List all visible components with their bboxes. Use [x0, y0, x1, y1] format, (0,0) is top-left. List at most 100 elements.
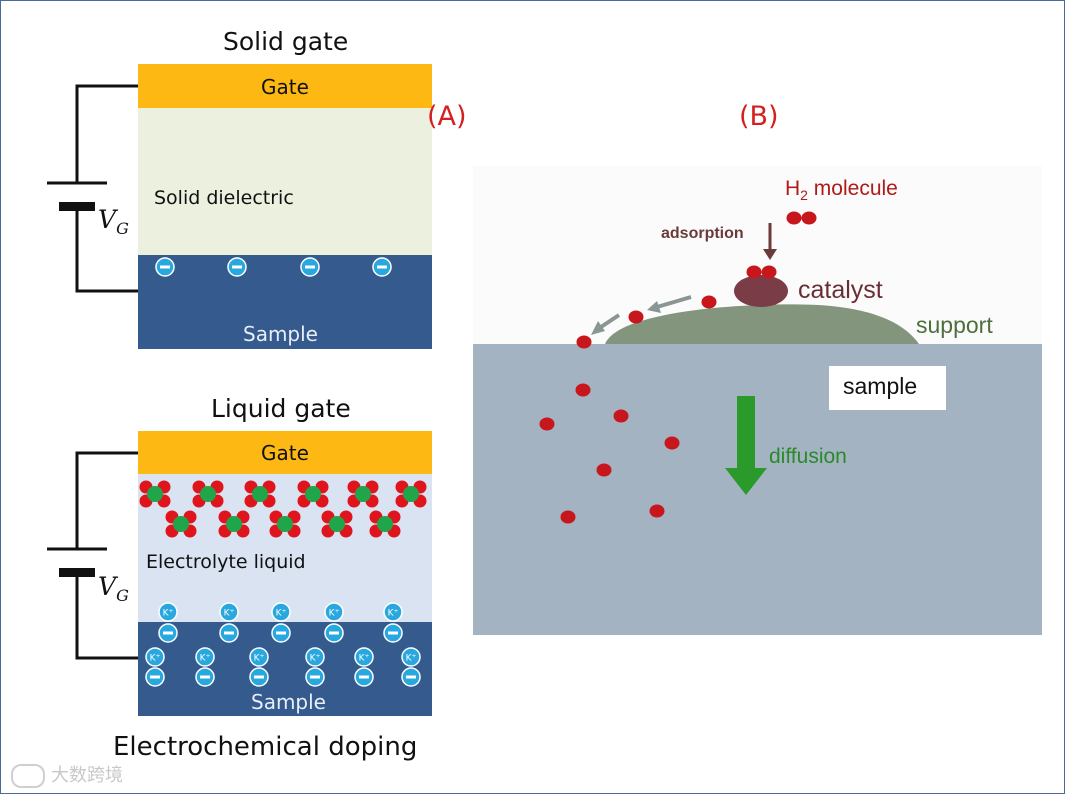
- hydrogen-atom: [746, 265, 762, 279]
- diffusion-label: diffusion: [769, 445, 847, 468]
- adsorption-arrowhead: [763, 249, 777, 260]
- watermark-text: 大数跨境: [51, 765, 123, 786]
- ion-charge-label: K⁺: [359, 654, 370, 664]
- anion-molecule-icon: [369, 510, 401, 538]
- anion-molecule-icon: [297, 480, 329, 508]
- liquid-circuit: [47, 451, 138, 660]
- potassium-ion-icon: K⁺: [249, 647, 269, 667]
- anion-molecule-icon: [165, 510, 197, 538]
- support-layer: [605, 304, 919, 344]
- minus-sign: [310, 675, 320, 679]
- voltage-subscript: G: [116, 586, 129, 605]
- minus-sign: [388, 631, 398, 635]
- electrolyte-label: Electrolyte liquid: [146, 551, 306, 573]
- sample-label: sample: [843, 373, 918, 399]
- solid-circuit: [47, 84, 138, 293]
- ion-circle: [145, 647, 165, 667]
- potassium-ion-icon: K⁺: [271, 602, 291, 622]
- h2-molecule-label: H2 molecule: [785, 177, 898, 203]
- adsorption-label: adsorption: [661, 225, 744, 242]
- solid-gate-title: Solid gate: [223, 27, 349, 56]
- spillover-arrowhead-2: [591, 321, 605, 335]
- potassium-ion-icon: K⁺: [324, 602, 344, 622]
- center-atom: [173, 516, 189, 532]
- voltage-v: V: [98, 572, 117, 601]
- center-atom: [277, 516, 293, 532]
- molecule-suffix: molecule: [807, 177, 898, 200]
- center-atom: [355, 486, 371, 502]
- electron-icon: [155, 257, 175, 277]
- minus-sign: [254, 675, 264, 679]
- liquid-sample-label: Sample: [251, 690, 326, 714]
- minus-sign: [163, 631, 173, 635]
- anion-molecule-icon: [269, 510, 301, 538]
- hydrogen-atom: [649, 504, 665, 518]
- hydrogen-atom: [664, 436, 680, 450]
- diffusion-arrow-shaft: [737, 396, 755, 468]
- electron-icon: [383, 623, 403, 643]
- hydrogen-atom: [786, 211, 802, 225]
- ion-circle: [354, 647, 374, 667]
- electron-icon: [401, 667, 421, 687]
- hydrogen-atom: [576, 335, 592, 349]
- ion-charge-label: K⁺: [254, 654, 265, 664]
- anion-molecule-icon: [244, 480, 276, 508]
- liquid-battery-negative-plate: [59, 568, 95, 577]
- minus-sign: [305, 265, 315, 269]
- solid-voltage-label: VG: [98, 205, 129, 238]
- electron-icon: [372, 257, 392, 277]
- anion-molecule-icon: [139, 480, 171, 508]
- hydrogen-atom: [575, 383, 591, 397]
- ion-charge-label: K⁺: [200, 654, 211, 664]
- electron-icon: [158, 623, 178, 643]
- electrolyte-anion-group: [139, 480, 427, 538]
- minus-sign: [224, 631, 234, 635]
- center-atom: [252, 486, 268, 502]
- solid-gate-layer: [138, 64, 432, 108]
- ion-charge-label: K⁺: [388, 609, 399, 619]
- potassium-ion-icon: K⁺: [383, 602, 403, 622]
- hydrogen-atom: [596, 463, 612, 477]
- ion-circle: [401, 647, 421, 667]
- hydrogen-atom: [701, 295, 717, 309]
- solid-electron-group: [155, 257, 392, 277]
- ion-charge-label: K⁺: [329, 609, 340, 619]
- molecule-prefix: H: [785, 177, 801, 200]
- ion-circle: [324, 602, 344, 622]
- electron-icon: [145, 667, 165, 687]
- center-atom: [147, 486, 163, 502]
- center-atom: [329, 516, 345, 532]
- potassium-ion-icon: K⁺: [401, 647, 421, 667]
- electron-icon: [324, 623, 344, 643]
- solid-dielectric-label: Solid dielectric: [154, 187, 294, 209]
- potassium-ion-icon: K⁺: [354, 647, 374, 667]
- molecule-subscript: 2: [800, 187, 808, 204]
- sample-substrate: [473, 344, 1042, 635]
- hydrogen-atom: [613, 409, 629, 423]
- ion-circle: [249, 647, 269, 667]
- support-label: support: [916, 312, 993, 338]
- anion-molecule-icon: [395, 480, 427, 508]
- electron-icon: [219, 623, 239, 643]
- hydrogen-atom: [560, 510, 576, 524]
- minus-sign: [160, 265, 170, 269]
- liquid-gate-layer: [138, 431, 432, 474]
- electrolyte-layer: [138, 474, 432, 622]
- hydrogen-atom-group: [539, 211, 817, 524]
- diffusion-arrowhead: [725, 468, 767, 495]
- electron-icon: [354, 667, 374, 687]
- liquid-gate-label: Gate: [261, 441, 309, 465]
- potassium-ion-icon: K⁺: [305, 647, 325, 667]
- electrochemical-doping-caption: Electrochemical doping: [113, 732, 418, 762]
- anion-molecule-icon: [347, 480, 379, 508]
- minus-sign: [200, 675, 210, 679]
- ion-circle: [195, 647, 215, 667]
- center-atom: [403, 486, 419, 502]
- catalyst-particle: [734, 275, 788, 307]
- panel-b-label: (B): [739, 101, 779, 132]
- minus-sign: [329, 631, 339, 635]
- minus-sign: [150, 675, 160, 679]
- center-atom: [200, 486, 216, 502]
- spillover-arrow-2: [599, 313, 621, 329]
- anion-molecule-icon: [321, 510, 353, 538]
